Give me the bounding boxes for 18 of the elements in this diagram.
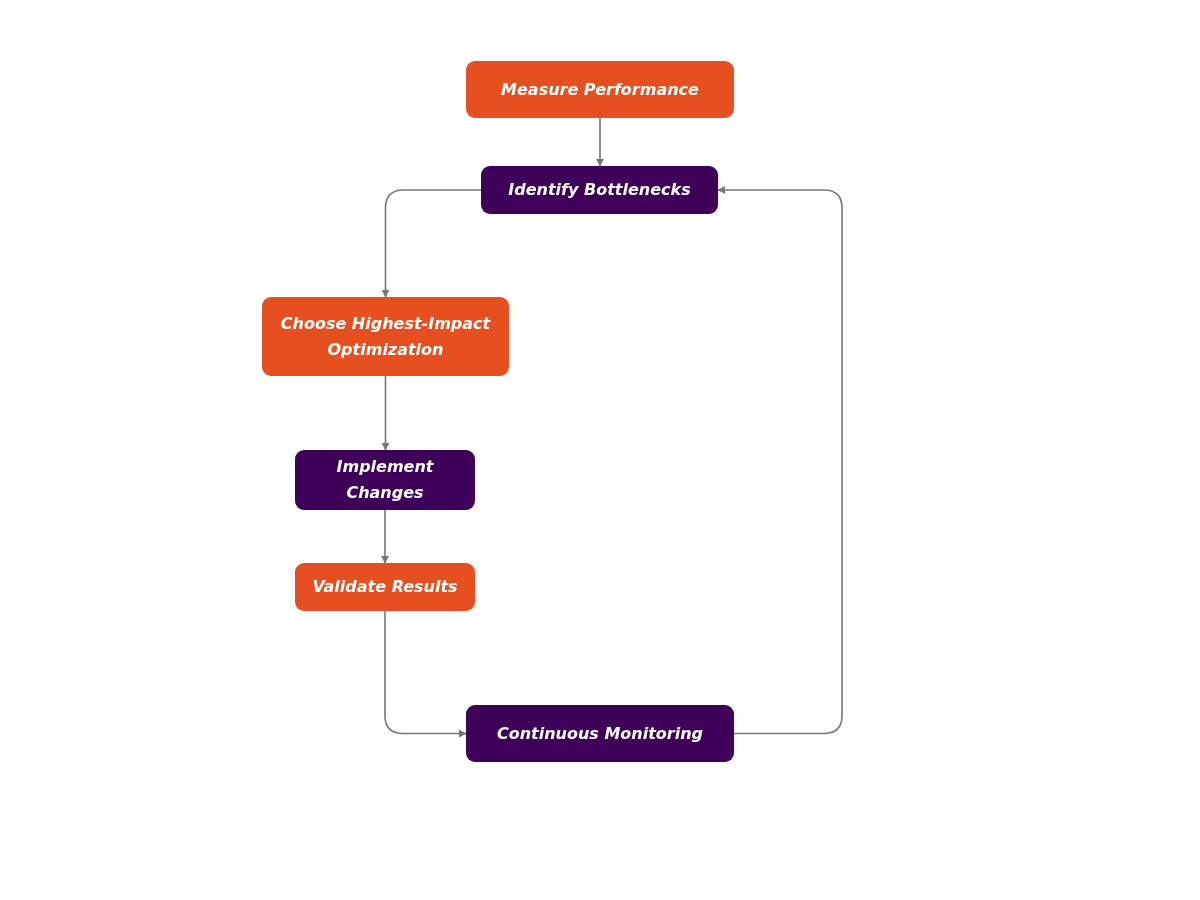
- arrow: [381, 509, 389, 564]
- process-box: [295, 563, 475, 611]
- step-label: Implement Changes: [335, 456, 435, 504]
- step-label: Choose Highest-Impact Optimization: [279, 312, 492, 361]
- process-box: [262, 297, 509, 376]
- process-box: [466, 61, 734, 118]
- arrow: [381, 189, 482, 298]
- arrow: [384, 610, 467, 738]
- step-label: Measure Performance: [501, 78, 699, 101]
- process-box: [466, 705, 734, 762]
- process-box: [295, 450, 475, 510]
- step-label: Validate Results: [312, 576, 458, 599]
- arrow: [717, 186, 843, 735]
- step-label: Identify Bottlenecks: [508, 179, 691, 202]
- step-label: Continuous Monitoring: [496, 722, 704, 745]
- process-box: [481, 166, 718, 214]
- arrow: [381, 375, 390, 451]
- arrow: [596, 117, 604, 167]
